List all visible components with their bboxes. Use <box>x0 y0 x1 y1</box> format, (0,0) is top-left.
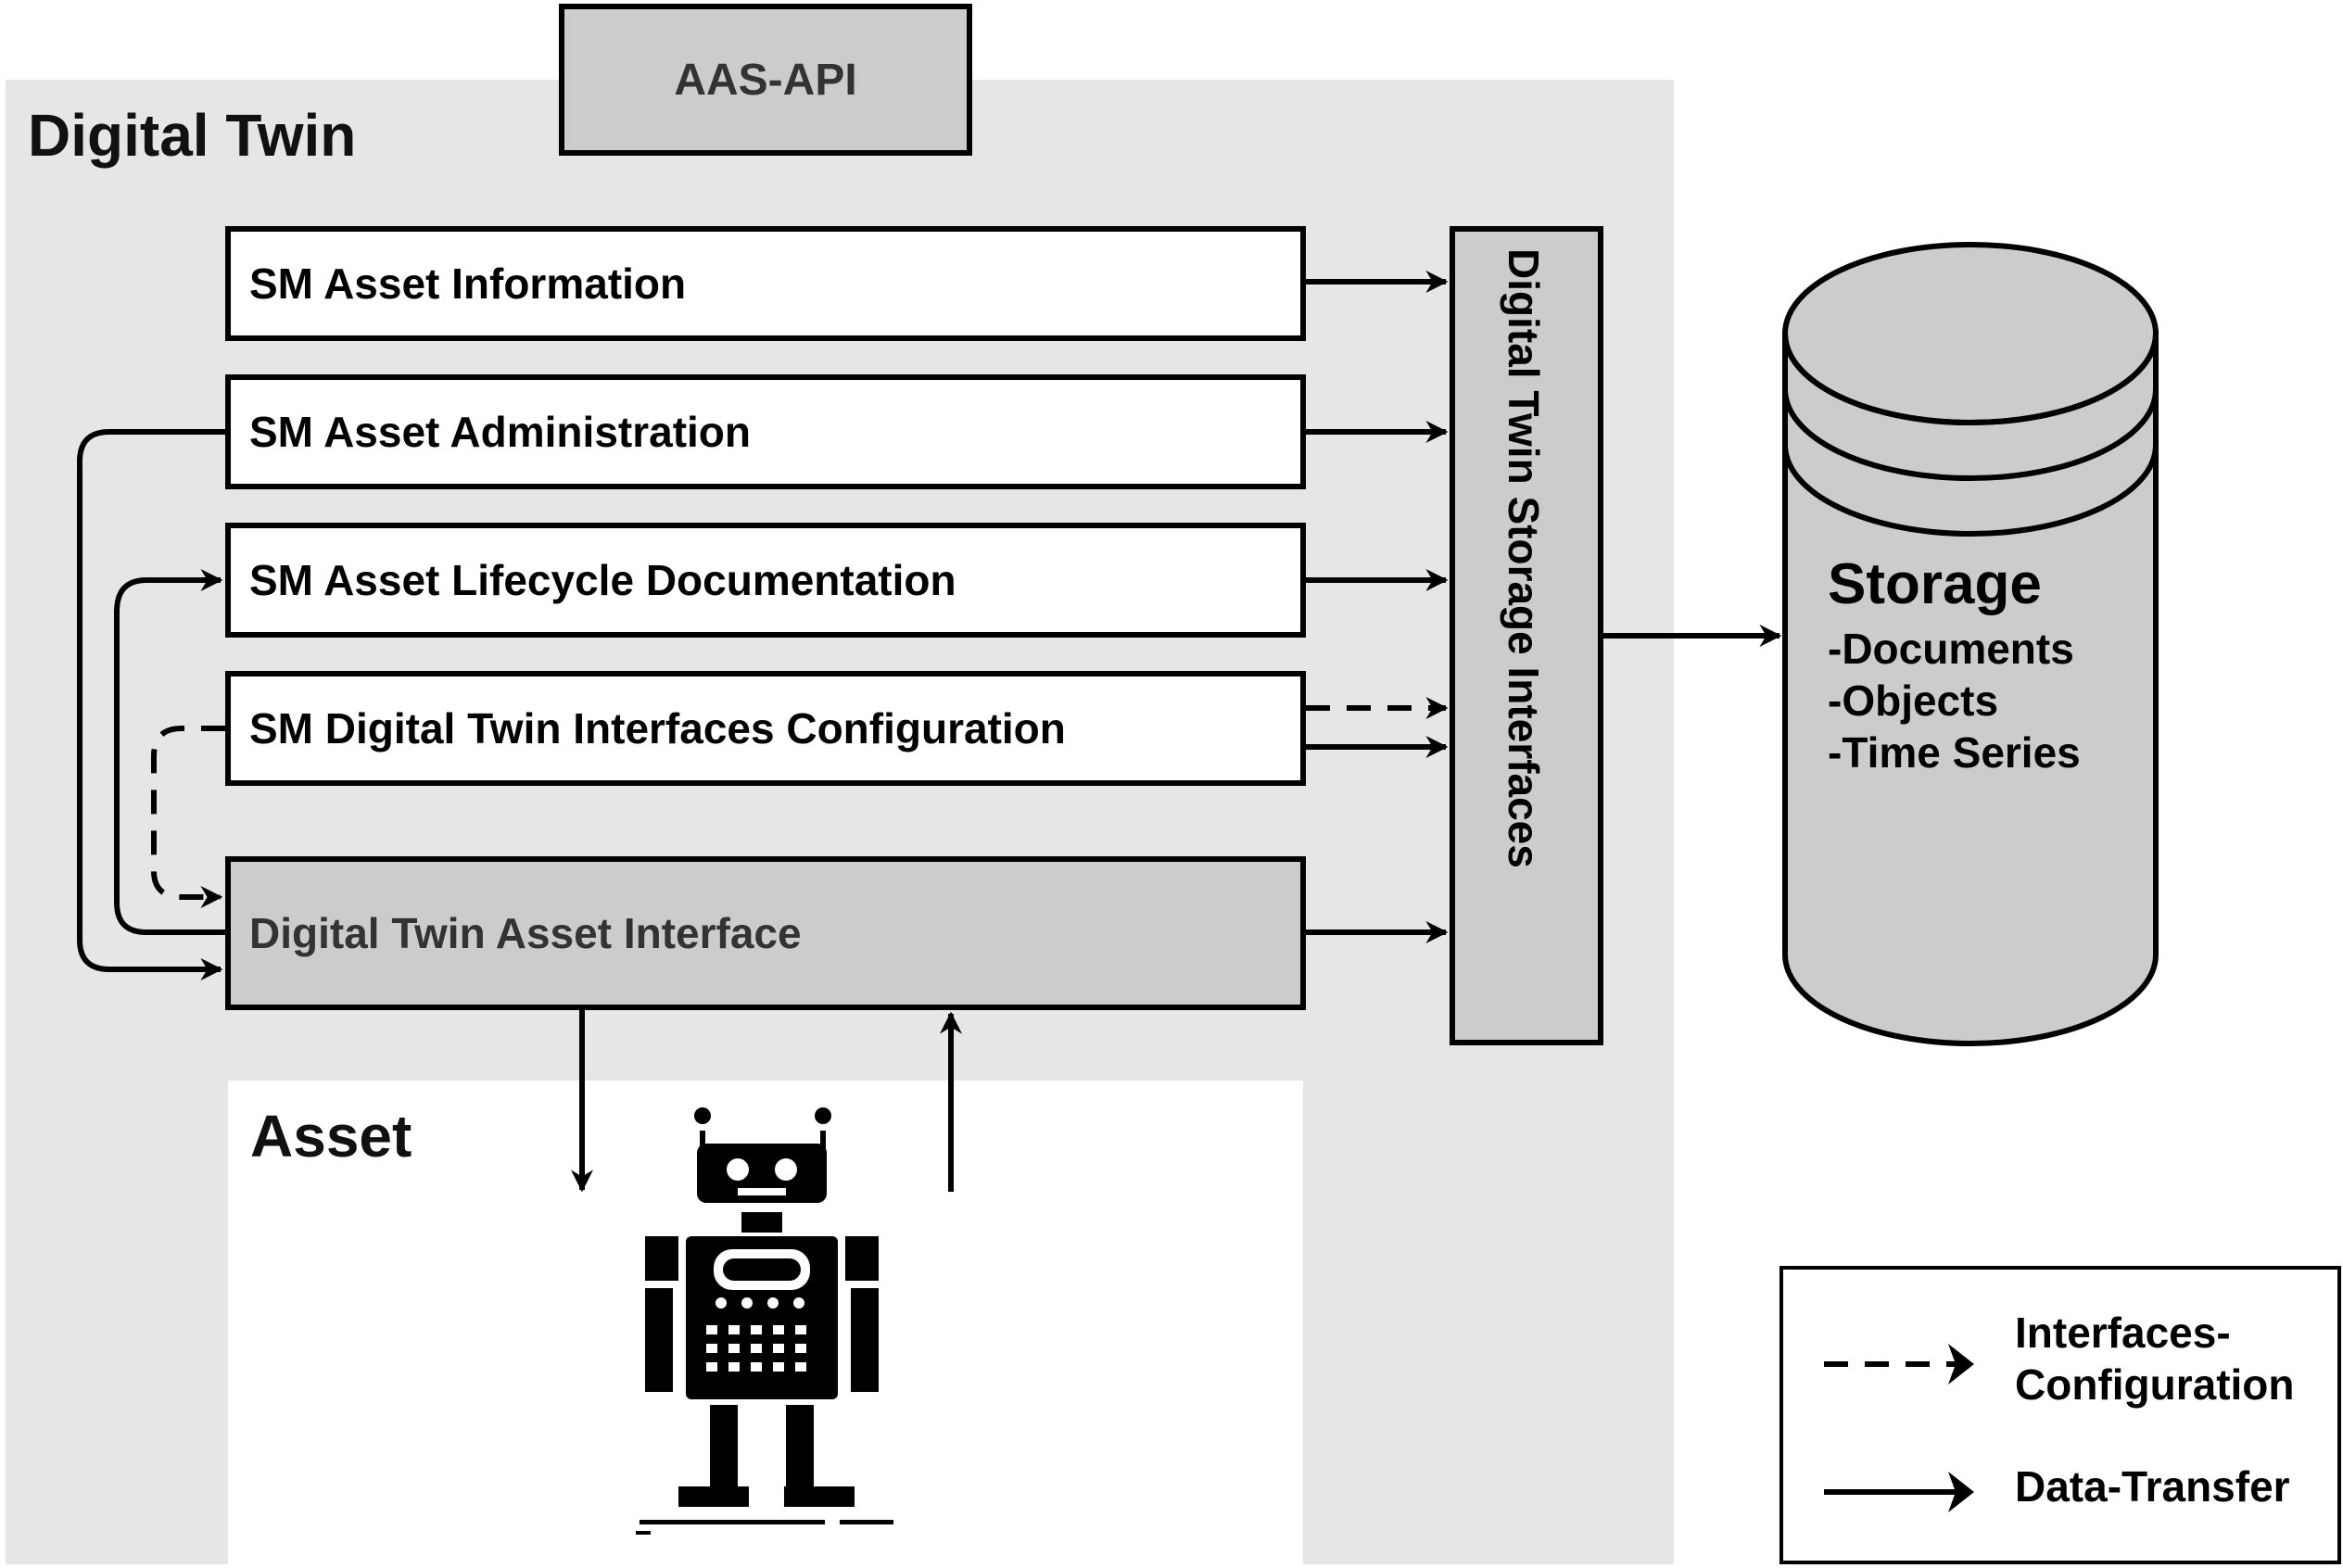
asset-title: Asset <box>250 1103 412 1170</box>
arrow-administration-to-asset-interface <box>77 429 225 980</box>
storage-item-documents: -Documents <box>1828 625 2074 673</box>
legend-dashed-label-line2: Configuration <box>2015 1360 2295 1409</box>
sm-asset-information-box: SM Asset Information <box>225 226 1306 341</box>
dashed-arrow-config-to-asset-interface <box>151 726 225 908</box>
sm-asset-lifecycle-documentation-label: SM Asset Lifecycle Documentation <box>249 556 956 604</box>
digital-twin-storage-interfaces-box: Digital Twin Storage Interfaces <box>1450 226 1603 1045</box>
arrow-asset-interface-to-lifecycle <box>114 569 225 935</box>
aas-api-box: AAS-API <box>559 4 972 156</box>
sm-asset-administration-box: SM Asset Administration <box>225 374 1306 489</box>
storage-title: Storage <box>1828 552 2042 616</box>
robot-icon <box>636 1107 893 1535</box>
legend-solid-label: Data-Transfer <box>2015 1462 2290 1511</box>
digital-twin-title: Digital Twin <box>28 102 357 169</box>
sm-digital-twin-interfaces-configuration-box: SM Digital Twin Interfaces Configuration <box>225 671 1306 786</box>
database-cylinder-icon <box>1782 242 2159 1046</box>
sm-asset-information-label: SM Asset Information <box>249 259 687 308</box>
legend: Interfaces- Configuration Data-Transfer <box>1779 1266 2341 1564</box>
sm-digital-twin-interfaces-configuration-label: SM Digital Twin Interfaces Configuration <box>249 704 1066 752</box>
storage-item-time-series: -Time Series <box>1828 728 2081 777</box>
storage-item-objects: -Objects <box>1828 677 1999 725</box>
legend-graphics <box>1824 1344 1974 1512</box>
sm-asset-administration-label: SM Asset Administration <box>249 408 751 456</box>
aas-api-label: AAS-API <box>674 55 857 105</box>
digital-twin-asset-interface-box: Digital Twin Asset Interface <box>225 856 1306 1010</box>
sm-asset-lifecycle-documentation-box: SM Asset Lifecycle Documentation <box>225 523 1306 638</box>
legend-dashed-label-line1: Interfaces- <box>2015 1309 2231 1357</box>
digital-twin-asset-interface-label: Digital Twin Asset Interface <box>249 909 802 957</box>
